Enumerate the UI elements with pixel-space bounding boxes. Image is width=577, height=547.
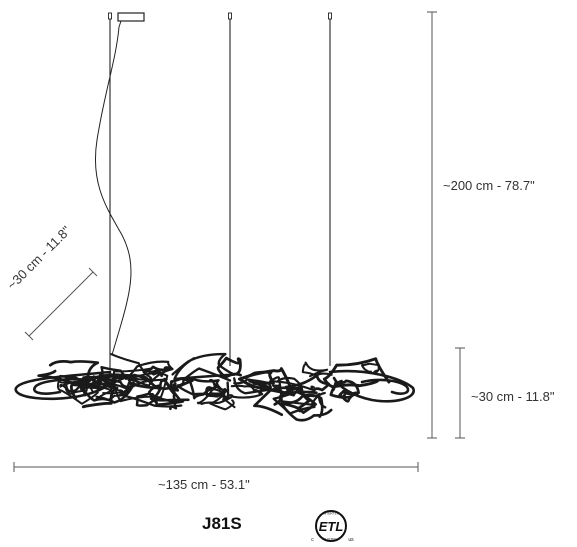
coil-loop [322, 357, 391, 389]
coil-loop [176, 367, 232, 399]
power-cord [94, 26, 132, 356]
coil-loop [361, 362, 380, 374]
coil-loop [338, 389, 358, 403]
coil-loop [187, 376, 222, 400]
total-height-label: ~200 cm - 78.7" [443, 178, 535, 193]
ceiling-canopy [117, 12, 145, 28]
coil-loop [328, 369, 415, 403]
coil-loop [360, 378, 410, 395]
coil-loop [269, 376, 326, 406]
coil-loop [59, 374, 84, 393]
coil-loop [253, 386, 317, 417]
tangled-coil-body [14, 352, 415, 422]
suspension-cables [108, 12, 332, 368]
coil-loop [69, 380, 119, 409]
coil-loop [280, 393, 333, 422]
cert-top-text: INTERTEK [323, 512, 340, 516]
coil-loop [169, 377, 194, 392]
body-height-label: ~30 cm - 11.8" [471, 389, 555, 404]
coil-loop [271, 376, 304, 397]
coil-loop [329, 379, 360, 399]
model-code: J81S [202, 514, 242, 533]
coil-loop [129, 374, 163, 391]
dim-line-depth [24, 267, 98, 341]
dim-line-body-height [455, 347, 465, 439]
coil-loop [209, 393, 236, 411]
width-label: ~135 cm - 53.1" [158, 477, 250, 492]
coil-loop [118, 377, 183, 408]
dim-line-total-height [427, 11, 437, 439]
cert-mark-text: ETL [319, 519, 344, 534]
etl-listed-icon: INTERTEK ETL LISTED c us [311, 510, 354, 543]
cert-country-right: us [348, 537, 354, 543]
coil-loop [301, 361, 333, 378]
coil-loop [238, 367, 294, 396]
dim-line-width [13, 462, 419, 472]
coil-loop [56, 378, 114, 405]
cert-bottom-text: LISTED [325, 538, 337, 542]
cert-country-left: c [311, 537, 314, 543]
coil-loop [242, 370, 275, 390]
